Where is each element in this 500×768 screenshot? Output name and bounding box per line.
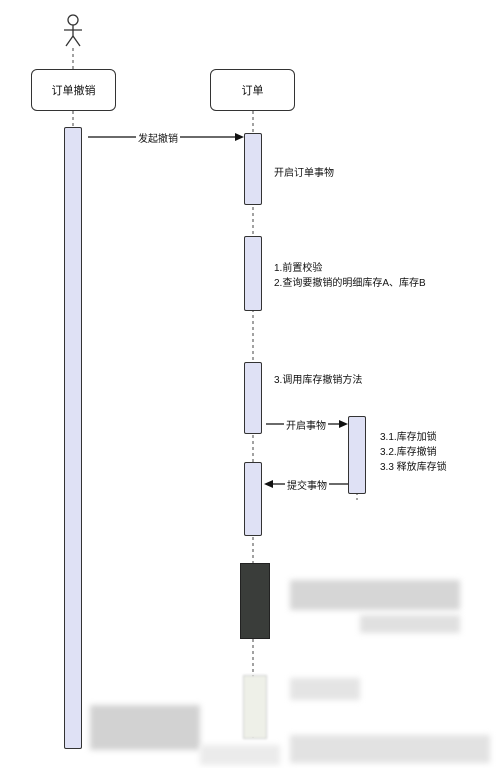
note-call-method: 3.调用库存撤销方法 (274, 375, 363, 386)
participant-order-cancel: 订单撤销 (31, 69, 116, 111)
message-open-txn: 开启事物 (284, 417, 328, 432)
note-sub-step-1: 3.1.库存加锁 (380, 432, 437, 443)
obscured-text-1 (290, 580, 460, 610)
note-precheck: 1.前置校验 (274, 263, 323, 274)
obscured-text-2 (360, 615, 460, 633)
activation-order-2 (244, 236, 262, 311)
arrowhead-open-txn (339, 420, 348, 428)
participant-order: 订单 (210, 69, 295, 111)
obscured-activation-dark (240, 563, 270, 639)
obscured-activation-light (243, 675, 267, 739)
note-open-order-txn: 开启订单事物 (274, 168, 334, 179)
stick-figure-actor-icon (64, 14, 82, 47)
activation-order-cancel (64, 127, 82, 749)
activation-order-3 (244, 362, 262, 434)
arrowhead-initiate-cancel (235, 133, 244, 141)
activation-order-4 (244, 462, 262, 536)
note-query: 2.查询要撤销的明细库存A、库存B (274, 278, 426, 289)
activation-sub (348, 416, 366, 494)
arrowhead-commit-txn (264, 480, 273, 488)
note-sub-step-2: 3.2.库存撤销 (380, 447, 437, 458)
obscured-bottom-3 (200, 745, 280, 765)
message-commit-txn: 提交事物 (285, 477, 329, 492)
obscured-bottom-1 (90, 705, 200, 750)
obscured-bottom-2 (290, 735, 490, 763)
message-initiate-cancel: 发起撤销 (136, 130, 180, 145)
obscured-text-3 (290, 678, 360, 700)
activation-order-1 (244, 133, 262, 205)
note-sub-step-3: 3.3 释放库存锁 (380, 462, 447, 473)
